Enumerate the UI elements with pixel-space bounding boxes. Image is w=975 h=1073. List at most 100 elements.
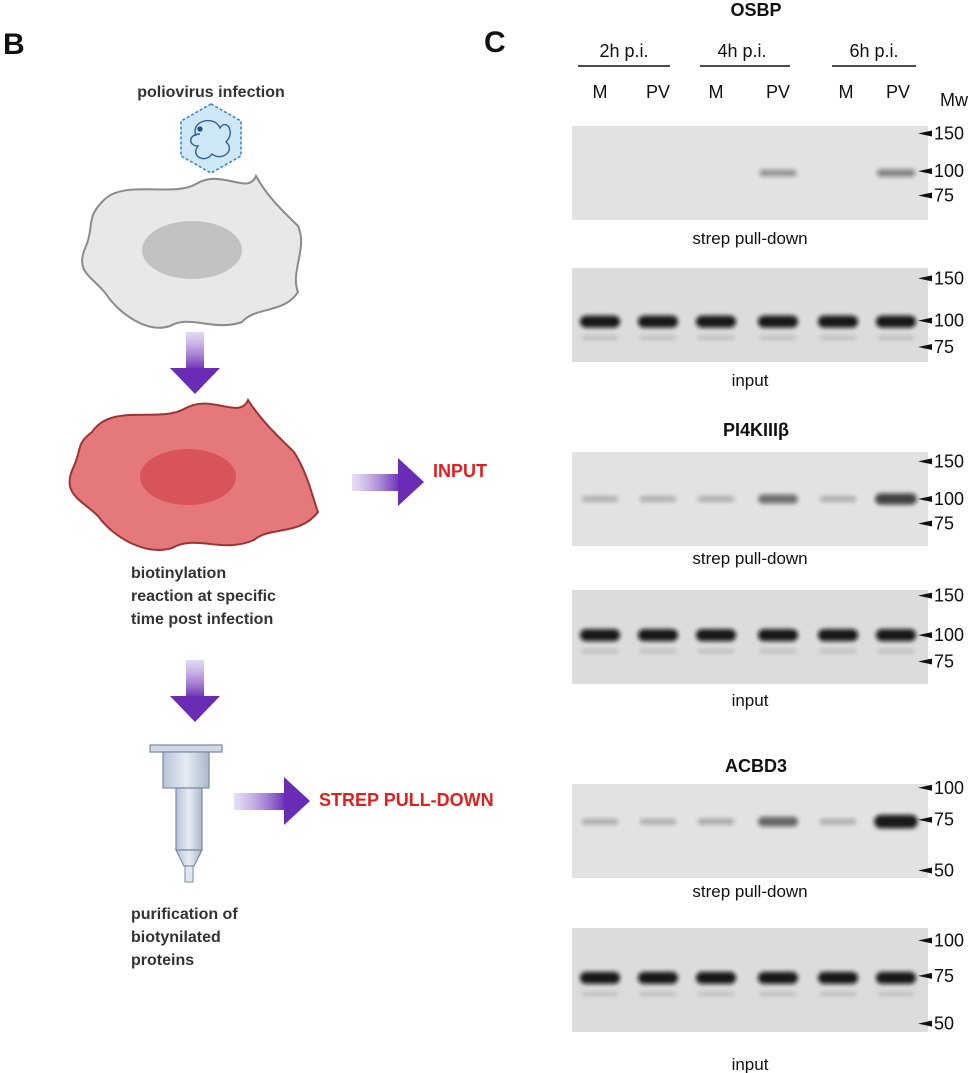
purification-line-1: purification of bbox=[131, 906, 238, 923]
arrow-down-1-icon bbox=[170, 332, 220, 394]
lane-label: PV bbox=[766, 82, 790, 102]
blot-faint-band bbox=[760, 649, 796, 654]
blot-band bbox=[876, 169, 916, 177]
blot-band bbox=[874, 814, 918, 829]
blot-faint-band bbox=[640, 649, 676, 654]
blot-band bbox=[875, 493, 917, 505]
blot-faint-band bbox=[760, 335, 796, 340]
blot-band bbox=[639, 818, 677, 825]
blot-membrane bbox=[572, 268, 928, 362]
mw-marker-label: 75 bbox=[934, 966, 954, 986]
mw-header: Mw bbox=[940, 90, 969, 110]
time-group-label: 4h p.i. bbox=[717, 41, 766, 61]
mw-marker-tick bbox=[918, 192, 932, 199]
mw-marker-label: 75 bbox=[934, 186, 954, 206]
protein-label: OSBP bbox=[730, 0, 781, 20]
mw-marker-label: 100 bbox=[934, 311, 964, 331]
mw-marker-tick bbox=[918, 496, 932, 502]
blot-band bbox=[580, 629, 620, 642]
blot-band bbox=[697, 496, 735, 502]
mw-marker-tick bbox=[918, 867, 932, 874]
protein-label: PI4KIIIβ bbox=[723, 420, 789, 440]
poliovirus-icon bbox=[180, 103, 242, 174]
mw-marker-label: 150 bbox=[934, 586, 964, 606]
mw-marker-label: 100 bbox=[934, 778, 964, 798]
mw-marker-tick bbox=[918, 592, 932, 599]
mw-marker-tick bbox=[918, 317, 932, 324]
time-group-label: 2h p.i. bbox=[599, 41, 648, 61]
mw-marker-tick bbox=[918, 784, 932, 791]
blot-band bbox=[876, 629, 916, 642]
blot-band bbox=[818, 971, 858, 984]
blot-band bbox=[758, 816, 798, 827]
mw-marker-tick bbox=[918, 937, 932, 944]
blot-band bbox=[581, 818, 619, 825]
blot-caption: input bbox=[732, 371, 769, 390]
infected-cell-icon bbox=[68, 397, 320, 551]
mw-marker-tick bbox=[918, 658, 932, 665]
blot-band bbox=[819, 818, 857, 825]
virus-label: poliovirus infection bbox=[137, 84, 285, 101]
input-label: INPUT bbox=[433, 461, 487, 481]
blot-band bbox=[580, 971, 620, 984]
mw-marker-label: 75 bbox=[934, 337, 954, 357]
blot-membrane bbox=[572, 928, 928, 1032]
mw-marker-tick bbox=[918, 1020, 932, 1027]
mw-marker-tick bbox=[918, 520, 932, 527]
biotin-line-1: biotinylation bbox=[131, 565, 226, 582]
panel-c: C 2h p.i. 4h p.i. 6h p.i. M PV M PV M PV… bbox=[484, 0, 969, 1073]
blot-band bbox=[759, 169, 797, 177]
mw-marker-label: 100 bbox=[934, 930, 964, 950]
spin-column-icon bbox=[149, 744, 223, 883]
mw-marker-tick bbox=[918, 130, 932, 137]
blot-band bbox=[581, 496, 619, 502]
mw-marker-label: 150 bbox=[934, 124, 964, 144]
arrow-to-pulldown-icon bbox=[234, 777, 310, 825]
time-group-4h: 4h p.i. bbox=[700, 41, 790, 67]
blot-caption: strep pull-down bbox=[692, 229, 807, 248]
panel-letter-c: C bbox=[484, 26, 506, 59]
mw-marker-tick bbox=[918, 343, 932, 350]
blot-band bbox=[876, 315, 916, 328]
lane-label: PV bbox=[646, 82, 670, 102]
blot-caption: strep pull-down bbox=[692, 549, 807, 568]
lane-label: PV bbox=[886, 82, 910, 102]
protein-label: ACBD3 bbox=[725, 756, 787, 776]
blot-band bbox=[758, 971, 798, 984]
mw-marker-label: 150 bbox=[934, 268, 964, 288]
blot-caption: strep pull-down bbox=[692, 882, 807, 901]
blot-caption: input bbox=[732, 691, 769, 710]
blot-faint-band bbox=[878, 335, 914, 340]
mw-marker-tick bbox=[918, 816, 932, 823]
blot-1: OSBP 150 100 75 strep pull-down bbox=[572, 0, 964, 248]
biotin-line-3: time post infection bbox=[131, 611, 273, 628]
mw-marker-label: 50 bbox=[934, 860, 954, 880]
mw-marker-label: 100 bbox=[934, 161, 964, 181]
blot-faint-band bbox=[582, 335, 618, 340]
blot-band bbox=[580, 315, 620, 328]
blot-band bbox=[696, 315, 736, 328]
mw-marker-tick bbox=[918, 458, 932, 465]
mw-marker-label: 150 bbox=[934, 451, 964, 471]
blot-membrane bbox=[572, 452, 928, 546]
purification-line-2: biotynilated bbox=[131, 929, 221, 946]
blot-band bbox=[696, 971, 736, 984]
blot-band bbox=[697, 818, 735, 825]
blot-faint-band bbox=[582, 649, 618, 654]
blot-faint-band bbox=[878, 649, 914, 654]
blot-faint-band bbox=[698, 335, 734, 340]
blot-band bbox=[758, 315, 798, 328]
blot-band bbox=[638, 971, 678, 984]
mw-marker-tick bbox=[918, 168, 932, 175]
blot-band bbox=[638, 315, 678, 328]
blot-membrane bbox=[572, 126, 928, 220]
uninfected-cell-icon bbox=[81, 173, 303, 329]
time-group-2h: 2h p.i. bbox=[578, 41, 670, 67]
panel-b: B poliovirus infection INPUT bbox=[3, 28, 494, 969]
blot-faint-band bbox=[582, 991, 618, 996]
